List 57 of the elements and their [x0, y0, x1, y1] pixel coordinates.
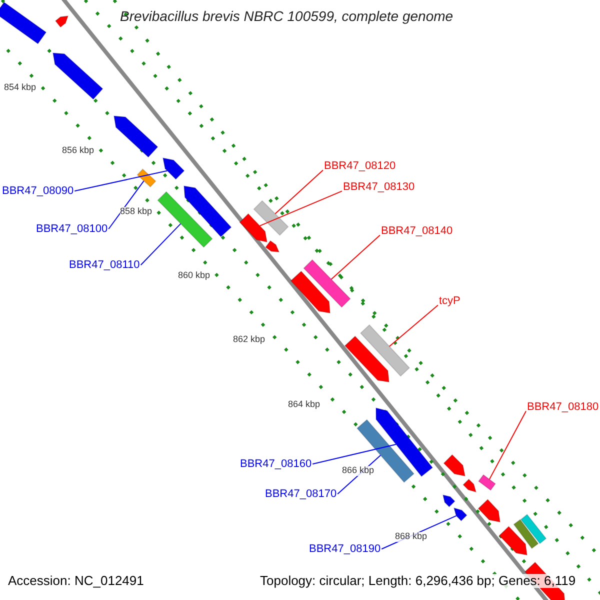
gene-block	[478, 474, 496, 491]
gene-block	[360, 324, 410, 377]
gene-label: BBR47_08170	[265, 488, 337, 500]
gene-block	[136, 168, 156, 188]
gene-label: BBR47_08100	[36, 223, 108, 236]
leader-line	[312, 444, 396, 464]
gene-label: BBR47_08190	[309, 543, 381, 556]
gene-feature	[113, 115, 158, 158]
gene-feature	[462, 478, 477, 493]
gene-feature	[52, 52, 104, 100]
gene-block	[157, 191, 213, 248]
gene-feature	[453, 507, 468, 522]
gene-label: BBR47_08160	[240, 458, 312, 470]
gene-label: BBR47_08180	[527, 401, 599, 414]
tick-label: 860 kbp	[178, 271, 210, 281]
leader-line	[140, 223, 182, 266]
tick-label: 864 kbp	[288, 400, 320, 410]
leader-line	[259, 190, 342, 226]
gene-feature	[344, 336, 390, 383]
leader-line	[74, 170, 168, 192]
tick-label: 866 kbp	[342, 466, 374, 476]
gene-block	[253, 200, 289, 236]
gene-feature	[443, 454, 466, 477]
gene-feature	[478, 498, 501, 523]
genome-summary-text: Topology: circular; Length: 6,296,436 bp; Genes: 6,119	[260, 574, 576, 588]
leader-line	[274, 170, 324, 214]
gene-feature	[54, 15, 69, 28]
tick-label: 854 kbp	[4, 83, 36, 93]
gene-label: BBR47_08120	[324, 160, 396, 172]
gene-feature	[239, 213, 268, 243]
gene-feature	[162, 157, 185, 180]
gene-block	[0, 2, 47, 44]
gene-block	[356, 419, 415, 483]
gene-feature	[290, 270, 331, 314]
gene-feature	[442, 494, 456, 508]
gene-feature	[264, 240, 280, 253]
gene-block	[520, 514, 547, 544]
gene-block	[513, 518, 539, 550]
accession-text: Accession: NC_012491	[8, 574, 144, 588]
gene-block	[303, 259, 351, 308]
gene-label: BBR47_08090	[2, 185, 74, 198]
leader-line	[388, 304, 438, 347]
leader-line	[108, 180, 144, 230]
tick-label: 856 kbp	[62, 146, 94, 156]
gene-label: BBR47_08140	[381, 225, 453, 238]
title: Brevibacillus brevis NBRC 100599, complete genome	[120, 9, 454, 24]
gene-label: BBR47_08130	[343, 181, 415, 194]
tick-label: 858 kbp	[120, 207, 152, 217]
gene-feature	[183, 185, 232, 238]
tick-label: 862 kbp	[233, 335, 266, 345]
gene-feature	[498, 526, 528, 556]
tick-label: 868 kbp	[395, 532, 428, 542]
leader-line	[488, 410, 526, 480]
gene-label: tcyP	[439, 295, 460, 308]
gene-feature	[376, 407, 434, 478]
gene-label: BBR47_08110	[69, 259, 140, 272]
leader-line	[330, 234, 380, 280]
